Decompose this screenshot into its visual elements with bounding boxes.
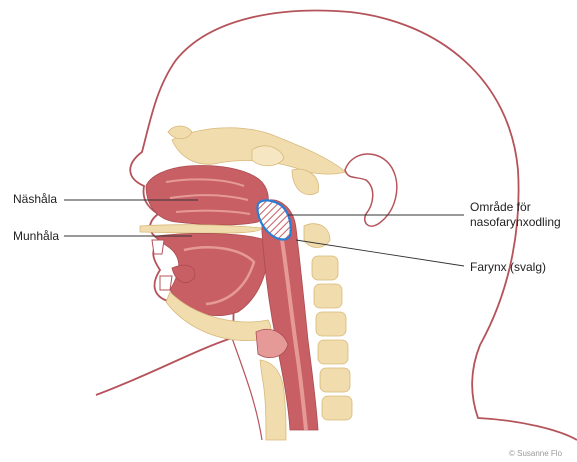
label-oral-cavity: Munhåla bbox=[13, 229, 59, 243]
upper-teeth bbox=[152, 240, 164, 254]
label-nasal-cavity: Näshåla bbox=[13, 192, 57, 206]
hard-palate bbox=[140, 225, 262, 234]
shoulder-outline bbox=[232, 338, 262, 440]
cervical-spine bbox=[312, 256, 352, 420]
label-pharynx: Farynx (svalg) bbox=[470, 260, 546, 274]
label-sampling-area-line1: Område för bbox=[470, 200, 531, 214]
label-sampling-area-line2: nasofarynxodling bbox=[470, 215, 561, 229]
image-credit: © Susanne Flo bbox=[509, 449, 562, 458]
lower-teeth bbox=[160, 276, 172, 290]
frontal-sinus bbox=[168, 126, 192, 139]
odontoid bbox=[304, 224, 330, 248]
